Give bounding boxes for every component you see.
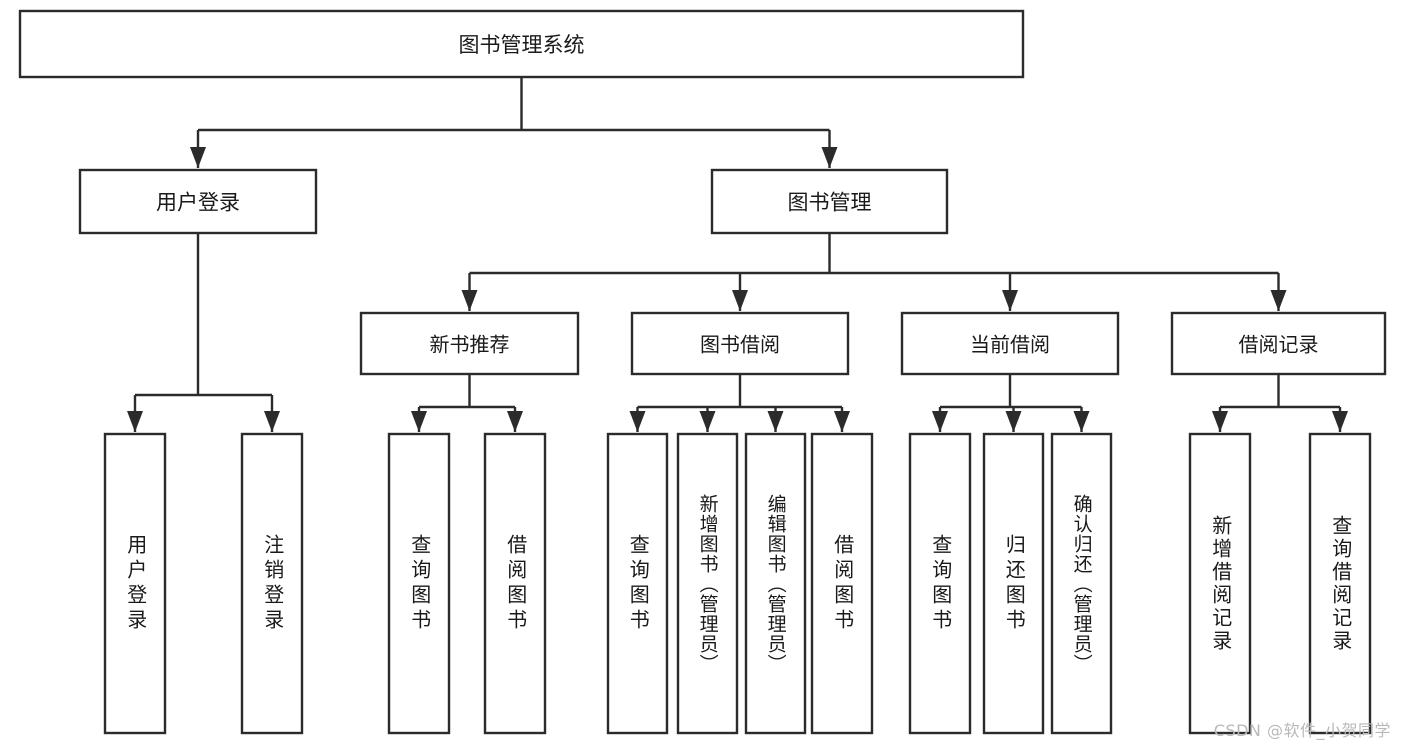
node-root-图书管理系统[interactable] [18, 9, 1025, 79]
arrow-head-图书借阅-查询图书-0 [629, 411, 646, 432]
node-l2-label-图书管理: 图书管理 [788, 191, 872, 215]
edges-layer [127, 77, 1348, 432]
node-l3-图书借阅[interactable] [630, 311, 850, 376]
node-leaf-查询图书[interactable] [908, 432, 972, 735]
arrow-head-图书管理-当前借阅-2 [1002, 290, 1018, 311]
arrow-head-用户登录-用户登录-0 [127, 411, 143, 432]
arrow-head-借阅记录-新增借阅记录-0 [1212, 411, 1228, 432]
node-l3-label-新书推荐: 新书推荐 [430, 333, 510, 357]
arrow-head-图书管理-新书推荐-0 [461, 290, 478, 311]
node-leaf-新增借阅记录[interactable] [1188, 432, 1252, 735]
node-leaf-归还图书[interactable] [982, 432, 1045, 735]
node-leaf-确认归还管理员[interactable] [1050, 432, 1113, 735]
arrow-head-当前借阅-查询图书-0 [932, 411, 948, 432]
arrow-head-图书管理-图书借阅-1 [732, 290, 748, 311]
node-l2-用户登录[interactable] [78, 168, 318, 235]
node-leaf-借阅图书[interactable] [810, 432, 874, 735]
node-leaf-注销登录[interactable] [240, 432, 304, 735]
node-l2-label-用户登录: 用户登录 [156, 191, 240, 215]
node-root-label-图书管理系统: 图书管理系统 [459, 33, 585, 57]
node-leaf-查询借阅记录[interactable] [1308, 432, 1372, 735]
node-l3-新书推荐[interactable] [359, 311, 580, 376]
arrow-head-当前借阅-确认归还管理员-2 [1073, 411, 1090, 432]
node-leaf-借阅图书[interactable] [483, 432, 547, 735]
arrow-head-新书推荐-查询图书-0 [411, 411, 427, 432]
node-l3-label-当前借阅: 当前借阅 [970, 333, 1050, 357]
arrow-head-用户登录-注销登录-1 [264, 411, 280, 432]
node-leaf-查询图书[interactable] [606, 432, 669, 735]
arrow-head-图书借阅-新增图书管理员-1 [699, 411, 716, 432]
node-l3-借阅记录[interactable] [1170, 311, 1387, 376]
arrow-head-图书借阅-借阅图书-3 [834, 411, 850, 432]
node-l3-label-借阅记录: 借阅记录 [1239, 333, 1319, 357]
node-l3-label-图书借阅: 图书借阅 [700, 333, 780, 357]
node-leaf-新增图书管理员[interactable] [676, 432, 739, 735]
arrow-head-图书管理系统-用户登录-0 [190, 147, 206, 168]
node-l3-当前借阅[interactable] [900, 311, 1120, 376]
arrow-head-新书推荐-借阅图书-1 [507, 411, 523, 432]
node-l2-图书管理[interactable] [710, 168, 949, 235]
arrow-head-图书管理系统-图书管理-1 [821, 147, 838, 168]
csdn-watermark: CSDN @软件_小贺同学 [1213, 721, 1391, 740]
arrow-head-图书管理-借阅记录-3 [1270, 290, 1287, 311]
node-leaf-查询图书[interactable] [387, 432, 451, 735]
arrow-head-当前借阅-归还图书-1 [1005, 411, 1022, 432]
node-leaf-用户登录[interactable] [103, 432, 167, 735]
arrow-head-借阅记录-查询借阅记录-1 [1332, 411, 1348, 432]
node-leaf-编辑图书管理员[interactable] [744, 432, 807, 735]
arrow-head-图书借阅-编辑图书管理员-2 [767, 411, 784, 432]
